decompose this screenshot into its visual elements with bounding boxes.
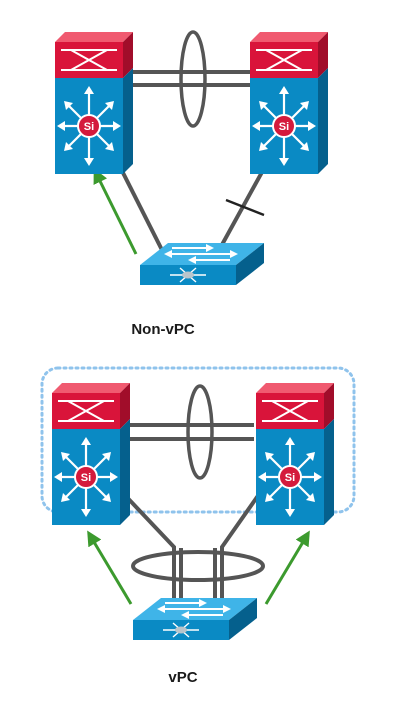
caption-vpc: vPC xyxy=(168,669,197,686)
vpc-diagram: Si Si vPC xyxy=(40,366,356,686)
core-switch-right: Si xyxy=(248,30,330,176)
vpc-peer-switch-right: Si xyxy=(254,381,336,527)
inter-switch-link xyxy=(133,70,252,87)
blocked-link-mark xyxy=(225,198,265,217)
si-label-left: Si xyxy=(81,472,91,484)
vpc-port-channel-ring xyxy=(131,550,265,582)
traffic-arrow xyxy=(93,168,138,255)
traffic-arrow-left xyxy=(87,530,133,605)
vpc-uplinks xyxy=(118,488,264,608)
vpc-peer-switch-left: Si xyxy=(50,381,132,527)
si-label-left: Si xyxy=(84,121,94,133)
access-switch xyxy=(132,597,258,641)
traffic-arrow-right xyxy=(264,530,310,605)
non-vpc-diagram: Si Si Non-vPC xyxy=(53,30,330,338)
si-label-right: Si xyxy=(279,121,289,133)
port-channel-ring xyxy=(179,30,207,128)
vpc-peer-link xyxy=(130,423,254,441)
caption-non-vpc: Non-vPC xyxy=(131,321,195,338)
peer-link-ring xyxy=(186,384,214,480)
vpc-domain-boundary xyxy=(40,366,356,514)
si-label-right: Si xyxy=(285,472,295,484)
core-switch-left: Si xyxy=(53,30,135,176)
access-switch xyxy=(139,242,265,286)
